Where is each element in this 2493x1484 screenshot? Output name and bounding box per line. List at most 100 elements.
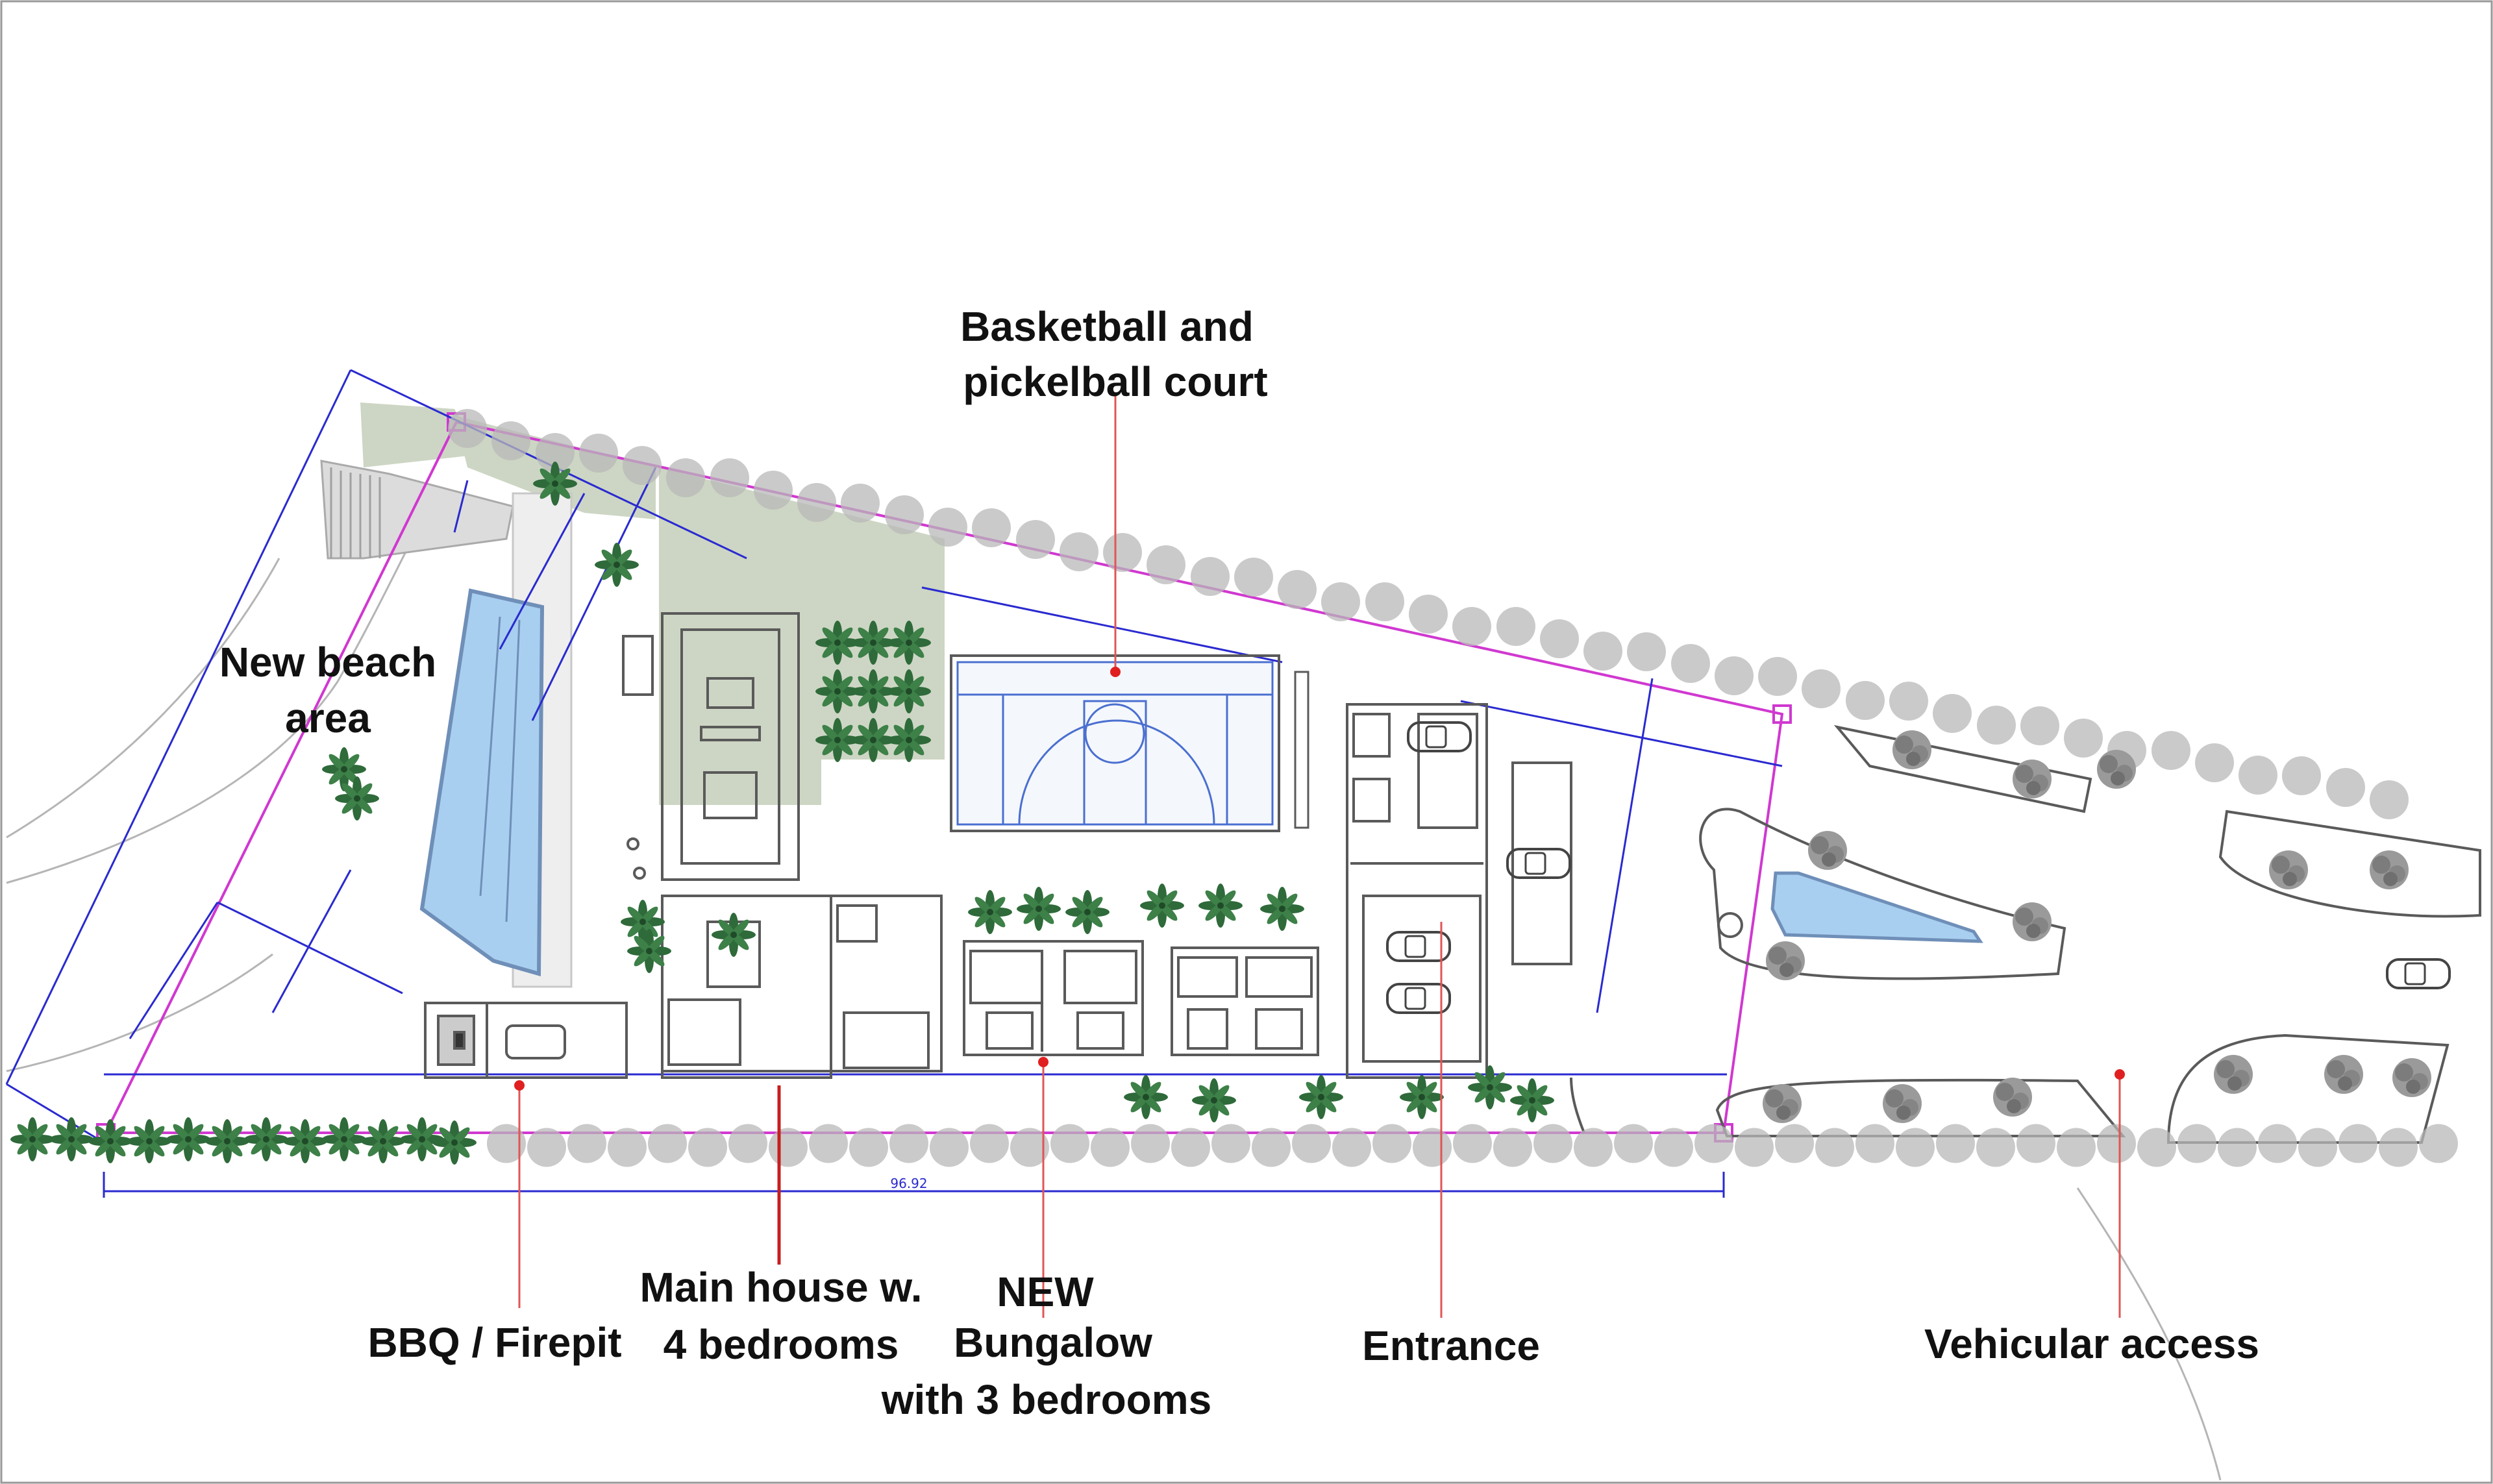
tree-canopy-icon <box>1493 1128 1532 1167</box>
tree-canopy-icon <box>2064 719 2103 758</box>
labels: Basketball and pickelball court New beac… <box>219 303 2259 1423</box>
palm-icon <box>1510 1078 1554 1122</box>
callout-dot-icon <box>2115 1069 2125 1080</box>
palm-icon <box>127 1119 171 1163</box>
tree-canopy-icon <box>1409 595 1448 634</box>
tree-canopy-icon <box>710 458 749 497</box>
tree-canopy-icon <box>1533 1124 1572 1163</box>
tree-canopy-icon <box>1889 682 1928 721</box>
court-label-line1: Basketball and <box>960 303 1254 350</box>
tree-canopy-icon <box>1452 607 1491 646</box>
tree-canopy-icon <box>1332 1128 1371 1167</box>
tree-canopy-icon <box>608 1128 647 1167</box>
tree-canopy-icon <box>1016 520 1055 559</box>
tree-canopy-icon <box>797 483 836 522</box>
tree-canopy-icon <box>2419 1124 2458 1163</box>
tree-canopy-icon <box>972 508 1011 547</box>
main-house <box>622 612 943 1079</box>
beach-label-line2: area <box>285 695 371 741</box>
basketball-court <box>950 654 1309 832</box>
palm-icon <box>1124 1075 1168 1119</box>
tree-canopy-icon <box>1278 570 1317 609</box>
bungalow-label-line3: with 3 bedrooms <box>881 1376 1212 1423</box>
tree-canopy-icon <box>1654 1128 1693 1167</box>
tree-canopy-icon <box>1252 1128 1291 1167</box>
callout-dot-icon <box>1110 667 1121 677</box>
tree-canopy-icon <box>1896 1128 1935 1167</box>
palm-icon <box>1017 887 1061 931</box>
tree-canopy-icon <box>1671 644 1710 683</box>
tree-canopy-icon <box>849 1128 888 1167</box>
vehicular-access-label: Vehicular access <box>1924 1320 2259 1367</box>
beach-label-line1: New beach <box>219 639 436 686</box>
tree-canopy-icon <box>1775 1124 1814 1163</box>
site-dimension: 96.92 <box>890 1176 927 1191</box>
tree-canopy-icon <box>1614 1124 1653 1163</box>
tree-canopy-icon <box>1846 681 1885 720</box>
tree-canopy-icon <box>2057 1128 2096 1167</box>
tree-canopy-icon <box>1802 669 1841 708</box>
tree-canopy-icon <box>1171 1128 1210 1167</box>
callout-leaders <box>518 396 2121 1318</box>
callout-dot-icon <box>514 1080 525 1091</box>
tree-canopy-icon <box>1715 656 1754 695</box>
tree-canopy-icon <box>1234 558 1273 597</box>
tree-canopy-icon <box>1936 1124 1975 1163</box>
tree-canopy-icon <box>448 409 487 448</box>
palm-icon <box>1065 890 1110 934</box>
stairs-hatch <box>330 467 381 558</box>
car-icon <box>2386 958 2451 989</box>
tree-canopy-icon <box>1574 1128 1613 1167</box>
tree-canopy-icon <box>809 1124 848 1163</box>
palm-icon <box>205 1119 249 1163</box>
tree-canopy-icon <box>728 1124 767 1163</box>
tree-canopy-icon <box>2218 1128 2257 1167</box>
palm-icon <box>712 913 756 957</box>
palm-icon <box>1192 1078 1236 1122</box>
palm-icon <box>627 929 671 973</box>
palm-icon <box>361 1119 405 1163</box>
tree-canopy-icon <box>1292 1124 1331 1163</box>
tree-canopy-icon <box>2379 1128 2418 1167</box>
tree-canopy-icon <box>2177 1124 2216 1163</box>
tree-canopy-icon <box>1365 582 1404 621</box>
vehicular-access-area <box>1570 724 2481 1144</box>
tree-canopy-icon <box>2137 1128 2176 1167</box>
tree-canopy-icon <box>841 484 880 523</box>
palm-icon <box>621 900 665 944</box>
palm-icon <box>1468 1065 1512 1109</box>
tree-canopy-icon <box>1372 1124 1411 1163</box>
bbq-label: BBQ / Firepit <box>367 1319 621 1366</box>
palm-icon <box>166 1117 210 1161</box>
tree-canopy-icon <box>885 495 924 534</box>
tree-canopy-icon <box>2020 706 2059 745</box>
tree-canopy-icon <box>1131 1124 1170 1163</box>
palm-icon <box>1400 1075 1444 1119</box>
tree-canopy-icon <box>2298 1128 2337 1167</box>
tree-canopy-icon <box>1321 582 1360 621</box>
tree-canopy-icon <box>2016 1124 2055 1163</box>
main-house-label-line2: 4 bedrooms <box>664 1321 899 1368</box>
palm-icon <box>1299 1075 1343 1119</box>
bungalow-label-line1: NEW <box>997 1268 1094 1315</box>
entrance-label: Entrance <box>1362 1322 1540 1369</box>
tree-canopy-icon <box>1413 1128 1452 1167</box>
palm-icon <box>283 1119 327 1163</box>
tree-canopy-icon <box>1694 1124 1733 1163</box>
tree-canopy-icon <box>1540 619 1579 658</box>
tree-canopy-icon <box>1147 545 1185 584</box>
palm-icon <box>10 1117 55 1161</box>
court-label-line2: pickelball court <box>963 358 1267 405</box>
tree-canopy-icon <box>1627 632 1666 671</box>
tree-canopy-icon <box>1977 706 2016 745</box>
tree-canopy-icon <box>2338 1124 2377 1163</box>
tree-canopy-icon <box>1496 607 1535 646</box>
tree-canopy-icon <box>567 1124 606 1163</box>
tree-canopy-icon <box>2195 743 2234 782</box>
tree-canopy-icon <box>2282 756 2321 795</box>
tree-canopy-icon <box>1453 1124 1492 1163</box>
palm-icon <box>244 1117 288 1161</box>
callout-dot-icon <box>1038 1057 1048 1067</box>
tree-canopy-icon <box>648 1124 687 1163</box>
tree-canopy-icon <box>527 1128 566 1167</box>
